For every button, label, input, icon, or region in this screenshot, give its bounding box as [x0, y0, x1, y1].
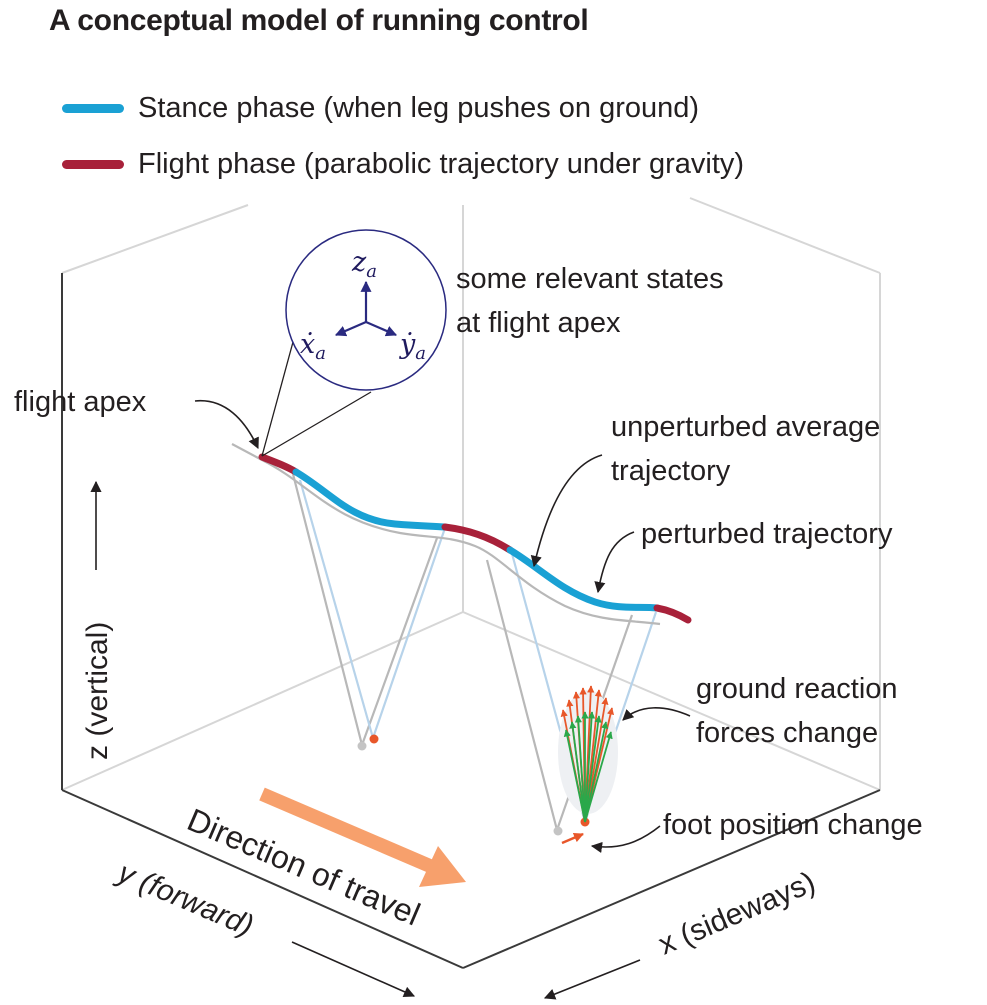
x-axis-label-group: x (sideways) [543, 866, 820, 1000]
legend-item-stance: Stance phase (when leg pushes on ground) [62, 88, 699, 128]
flight-apex-pointer [194, 400, 259, 450]
foot-shift-arrow [561, 832, 584, 845]
grf-pointer [622, 707, 691, 721]
flight-segment-2 [441, 523, 514, 554]
unperturbed-label-line2: trajectory [611, 455, 731, 487]
unperturbed-label-line1: unperturbed average [611, 411, 880, 443]
state-xdot-label: ẋa [300, 329, 326, 364]
bounding-box [61, 197, 881, 791]
state-ydot-label: ẏa [399, 329, 426, 364]
unperturbed-trajectory [231, 443, 661, 626]
z-axis-label: z (vertical) [81, 622, 114, 760]
y-axis-label: y (forward) [111, 855, 258, 943]
foot-unperturbed-2 [553, 826, 563, 836]
x-axis-label: x (sideways) [654, 866, 820, 962]
states-label-line2: at flight apex [456, 307, 621, 339]
grf-label-line2: forces change [696, 717, 878, 749]
legend-swatch-flight [62, 159, 124, 169]
apex-states-inset: za ẋa ẏa [261, 229, 447, 457]
stance-segment-2 [506, 546, 661, 612]
legend-item-flight: Flight phase (parabolic trajectory under… [62, 144, 744, 184]
states-label-line1: some relevant states [456, 263, 724, 295]
z-axis-label-group: z (vertical) [81, 480, 114, 760]
flight-apex-label: flight apex [14, 386, 147, 418]
flight-segment-3 [653, 604, 692, 624]
direction-arrow-head [419, 846, 466, 887]
diagram-title: A conceptual model of running control [49, 4, 589, 37]
legend-label-flight: Flight phase (parabolic trajectory under… [138, 147, 745, 180]
perturbed-label: perturbed trajectory [641, 518, 893, 550]
grf-label-line1: ground reaction [696, 673, 898, 705]
foot-perturbed-1 [369, 734, 379, 744]
direction-arrow [259, 787, 433, 873]
legend-label-stance: Stance phase (when leg pushes on ground) [138, 91, 700, 124]
unperturbed-pointer [530, 454, 603, 568]
foot-change-label: foot position change [663, 809, 923, 841]
foot-change-pointer [590, 825, 661, 853]
ground-reaction-forces [558, 685, 618, 823]
perturbed-pointer [594, 531, 635, 594]
foot-unperturbed-1 [357, 741, 367, 751]
axes [61, 273, 881, 969]
stance-segment-1 [292, 468, 449, 531]
legend-swatch-stance [62, 103, 124, 113]
state-z-label: za [351, 247, 377, 282]
